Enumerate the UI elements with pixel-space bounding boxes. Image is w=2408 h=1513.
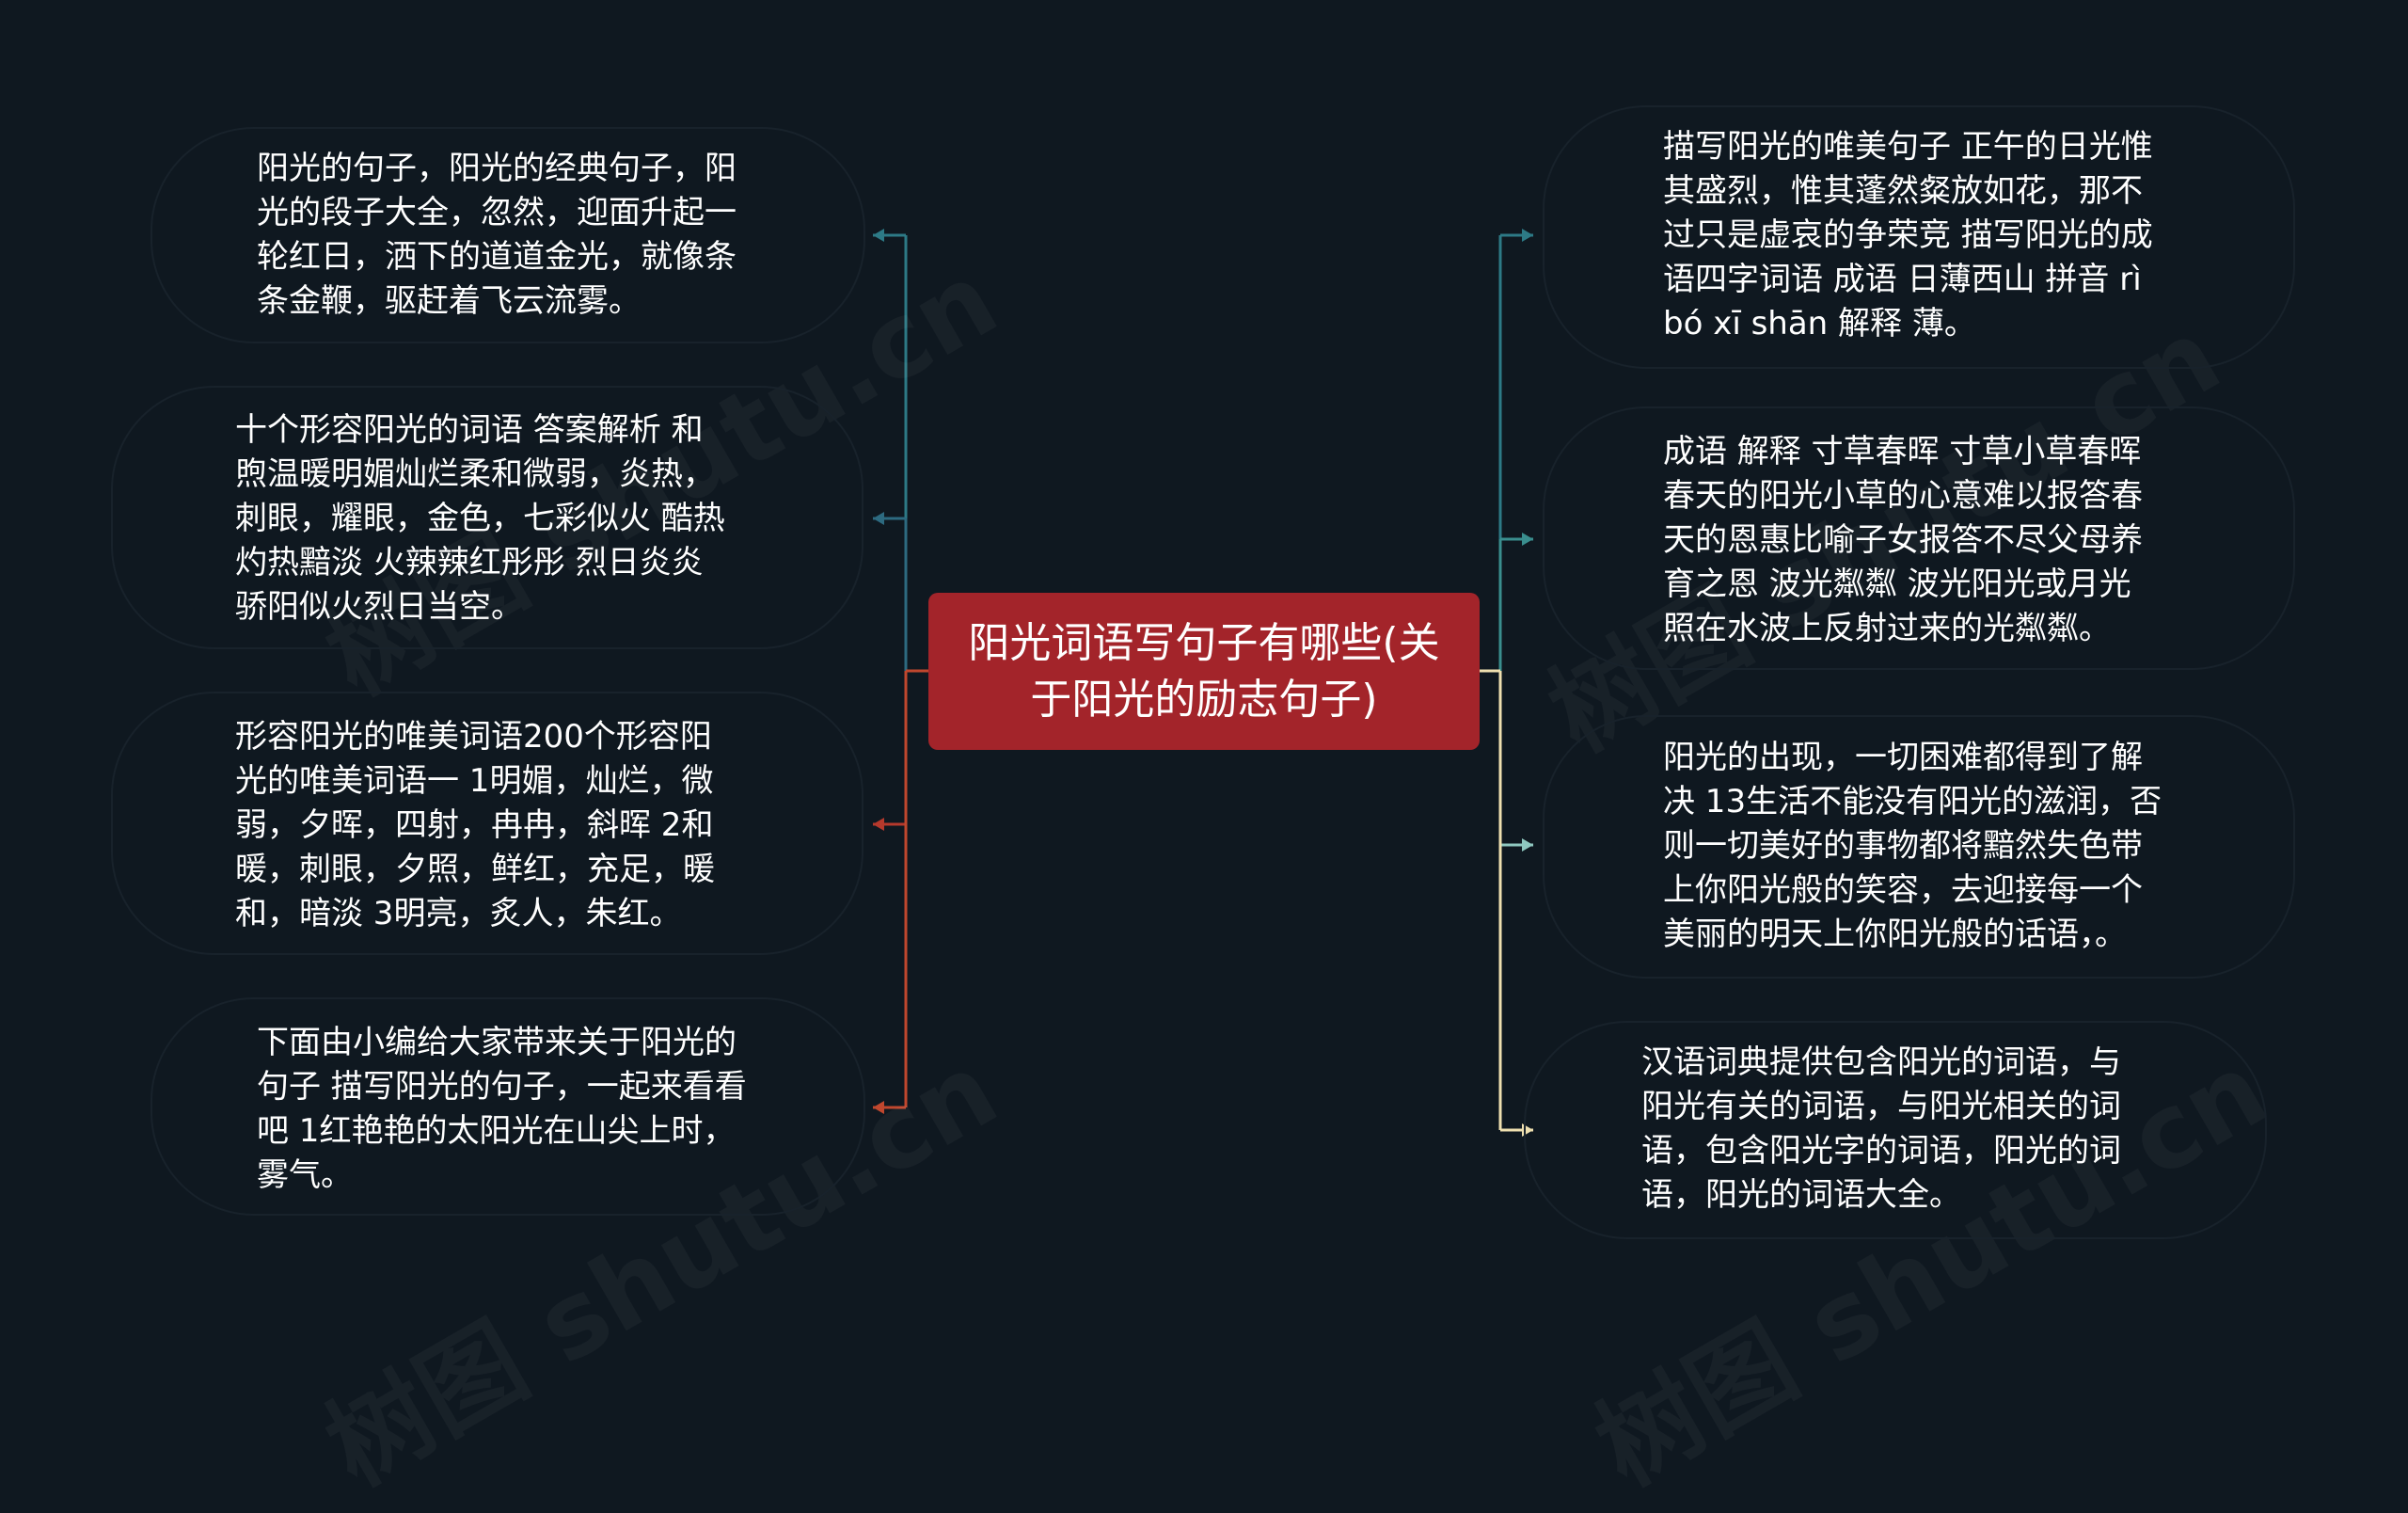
right-node-1-text: 描写阳光的唯美句子 正午的日光惟 其盛烈，惟其蓬然粲放如花，那不 过只是虚哀的争… [1663, 128, 2153, 342]
mindmap-connectors [873, 229, 1533, 1137]
right-node-3-text: 阳光的出现，一切困难都得到了解 决 13生活不能没有阳光的滋润，否 则一切美好的… [1663, 739, 2162, 953]
arrow-left-icon [873, 1101, 884, 1114]
arrow-right-icon [1522, 229, 1533, 242]
right-node-1[interactable] [1543, 105, 2295, 369]
central-topic[interactable]: 阳光词语写句子有哪些(关 于阳光的励志句子) [928, 593, 1480, 750]
left-node-2[interactable] [111, 386, 863, 649]
arrow-right-icon [1522, 533, 1533, 546]
left-node-4[interactable] [150, 997, 865, 1216]
arrow-left-icon [873, 229, 884, 242]
right-node-4[interactable] [1524, 1021, 2267, 1239]
left-node-3-text: 形容阳光的唯美词语200个形容阳 光的唯美词语一 1明媚，灿烂，微 弱，夕晖，四… [235, 718, 715, 932]
left-node-1[interactable] [150, 127, 865, 343]
left-node-2-text: 十个形容阳光的词语 答案解析 和 煦温暖明媚灿烂柔和微弱，炎热， 刺眼，耀眼，金… [235, 411, 725, 626]
left-node-4-text: 下面由小编给大家带来关于阳光的 句子 描写阳光的句子，一起来看看 吧 1红艳艳的… [257, 1024, 747, 1194]
right-node-3[interactable] [1543, 715, 2295, 979]
left-node-3[interactable] [111, 692, 863, 955]
arrow-left-icon [873, 818, 884, 831]
arrow-right-icon [1522, 838, 1533, 852]
central-topic-title: 阳光词语写句子有哪些(关 于阳光的励志句子) [968, 618, 1440, 724]
arrow-left-icon [873, 512, 884, 525]
left-node-1-text: 阳光的句子，阳光的经典句子，阳 光的段子大全，忽然，迎面升起一 轮红日，洒下的道… [257, 150, 737, 320]
right-node-2-text: 成语 解释 寸草春晖 寸草小草春晖 春天的阳光小草的心意难以报答春 天的恩惠比喻… [1663, 433, 2143, 647]
right-node-2[interactable] [1543, 406, 2295, 670]
right-node-4-text: 汉语词典提供包含阳光的词语，与 阳光有关的词语，与阳光相关的词 语，包含阳光字的… [1641, 1043, 2121, 1214]
